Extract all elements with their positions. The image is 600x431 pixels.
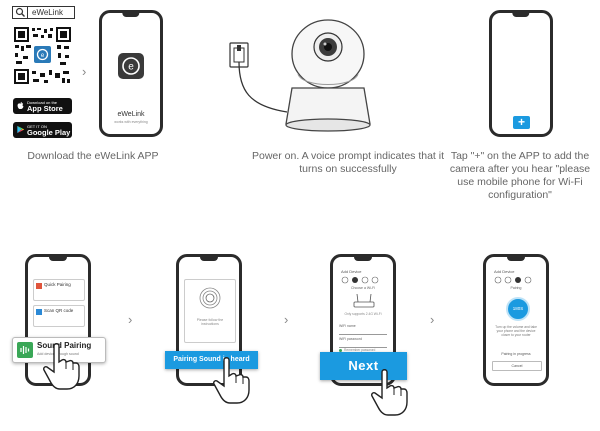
scan-qr-option[interactable]: Scan QR code: [33, 305, 85, 327]
caption-power-on: Power on. A voice prompt indicates that …: [251, 150, 445, 175]
quick-pairing-option[interactable]: Quick Pairing: [33, 279, 85, 301]
phone1-tagline: works with everything: [114, 120, 148, 124]
scan-qr-icon: [36, 309, 42, 315]
hand-pointer-icon: [371, 369, 408, 416]
wifi-name-label: WiFi name: [339, 324, 356, 328]
caption-download: Download the eWeLink APP: [27, 150, 159, 162]
remember-password-checkbox[interactable]: [339, 349, 342, 352]
sound-wave-icon: [17, 342, 33, 358]
cancel-button[interactable]: Cancel: [492, 361, 542, 371]
hand-pointer-icon: [43, 343, 80, 390]
google-play-small-text: GET IT ON: [27, 124, 47, 129]
chevron-right-icon: ›: [284, 312, 289, 327]
next-button[interactable]: Next: [320, 352, 407, 380]
choose-wifi-label: Choose a Wi-Fi: [350, 286, 376, 290]
step-indicator: [341, 276, 379, 284]
google-play-icon: [17, 125, 25, 134]
only-24g-label: Only supports 2.4G Wi-Fi: [344, 312, 382, 316]
app-store-badge[interactable]: Download on the App Store: [13, 98, 72, 114]
pairing-sound-heard-button[interactable]: Pairing Sound is heard: [165, 351, 258, 369]
wifi-password-label: WiFi password: [339, 337, 362, 341]
add-device-header-2: Add Device: [494, 269, 515, 274]
phone-ewelink-app: e eWeLink works with everything: [99, 10, 163, 137]
wifi-password-input[interactable]: [339, 343, 387, 348]
google-play-big-text: Google Play: [27, 128, 71, 137]
ewelink-app-icon[interactable]: e: [118, 53, 144, 79]
app-store-small-text: Download on the: [27, 100, 58, 105]
ewelink-logo-text: eWeLink: [32, 8, 63, 17]
sound-pairing-title: Sound Pairing: [37, 341, 92, 350]
scan-qr-label: Scan QR code: [44, 308, 74, 313]
hand-pointer-icon: [213, 357, 250, 404]
add-device-button[interactable]: +: [513, 116, 530, 129]
remember-password-label: Remember password: [344, 348, 376, 352]
pairing-status: Pairing in progress: [501, 352, 531, 356]
quick-pairing-label: Quick Pairing: [44, 282, 71, 287]
countdown-circle: 180S: [506, 297, 530, 321]
phone1-app-name: eWeLink: [117, 111, 145, 118]
plus-icon: +: [517, 115, 525, 129]
pairing-sound-heard-label: Pairing Sound is heard: [173, 356, 250, 363]
cancel-button-label: Cancel: [511, 364, 523, 368]
pairing-instruction: Turn up the volume and take your phone a…: [495, 325, 537, 338]
speaker-waves-icon: [199, 287, 221, 309]
countdown-value: 180S: [512, 306, 524, 311]
pairing-section-label: Pairing: [510, 286, 522, 290]
phone-add-device: +: [489, 10, 553, 137]
add-device-header: Add Device: [341, 269, 362, 274]
ewelink-logo-box: eWeLink: [12, 6, 75, 19]
chevron-right-icon: ›: [430, 312, 435, 327]
phone-pairing-progress: Add Device Pairing 180S Turn up the volu…: [483, 254, 549, 386]
wifi-name-input[interactable]: [339, 330, 387, 335]
svg-text:e: e: [41, 53, 45, 59]
qr-code-icon: e: [13, 26, 72, 85]
pairing-notice: Please follow the instructions: [196, 318, 224, 326]
chevron-right-icon: ›: [82, 64, 87, 79]
app-store-big-text: App Store: [27, 104, 63, 113]
quick-pairing-icon: [36, 283, 42, 289]
caption-tap-plus: Tap "+" on the APP to add the camera aft…: [449, 150, 591, 201]
svg-text:e: e: [128, 62, 134, 73]
chevron-right-icon: ›: [128, 312, 133, 327]
router-icon: [353, 293, 375, 308]
apple-icon: [17, 101, 24, 109]
search-icon: [15, 7, 25, 17]
pairing-sound-panel: Please follow the instructions: [184, 279, 236, 343]
next-button-label: Next: [348, 358, 379, 373]
google-play-badge[interactable]: GET IT ON Google Play: [13, 122, 72, 138]
power-plug-icon: [229, 42, 288, 113]
step-indicator-2: [494, 276, 532, 284]
camera-icon: [285, 19, 371, 132]
